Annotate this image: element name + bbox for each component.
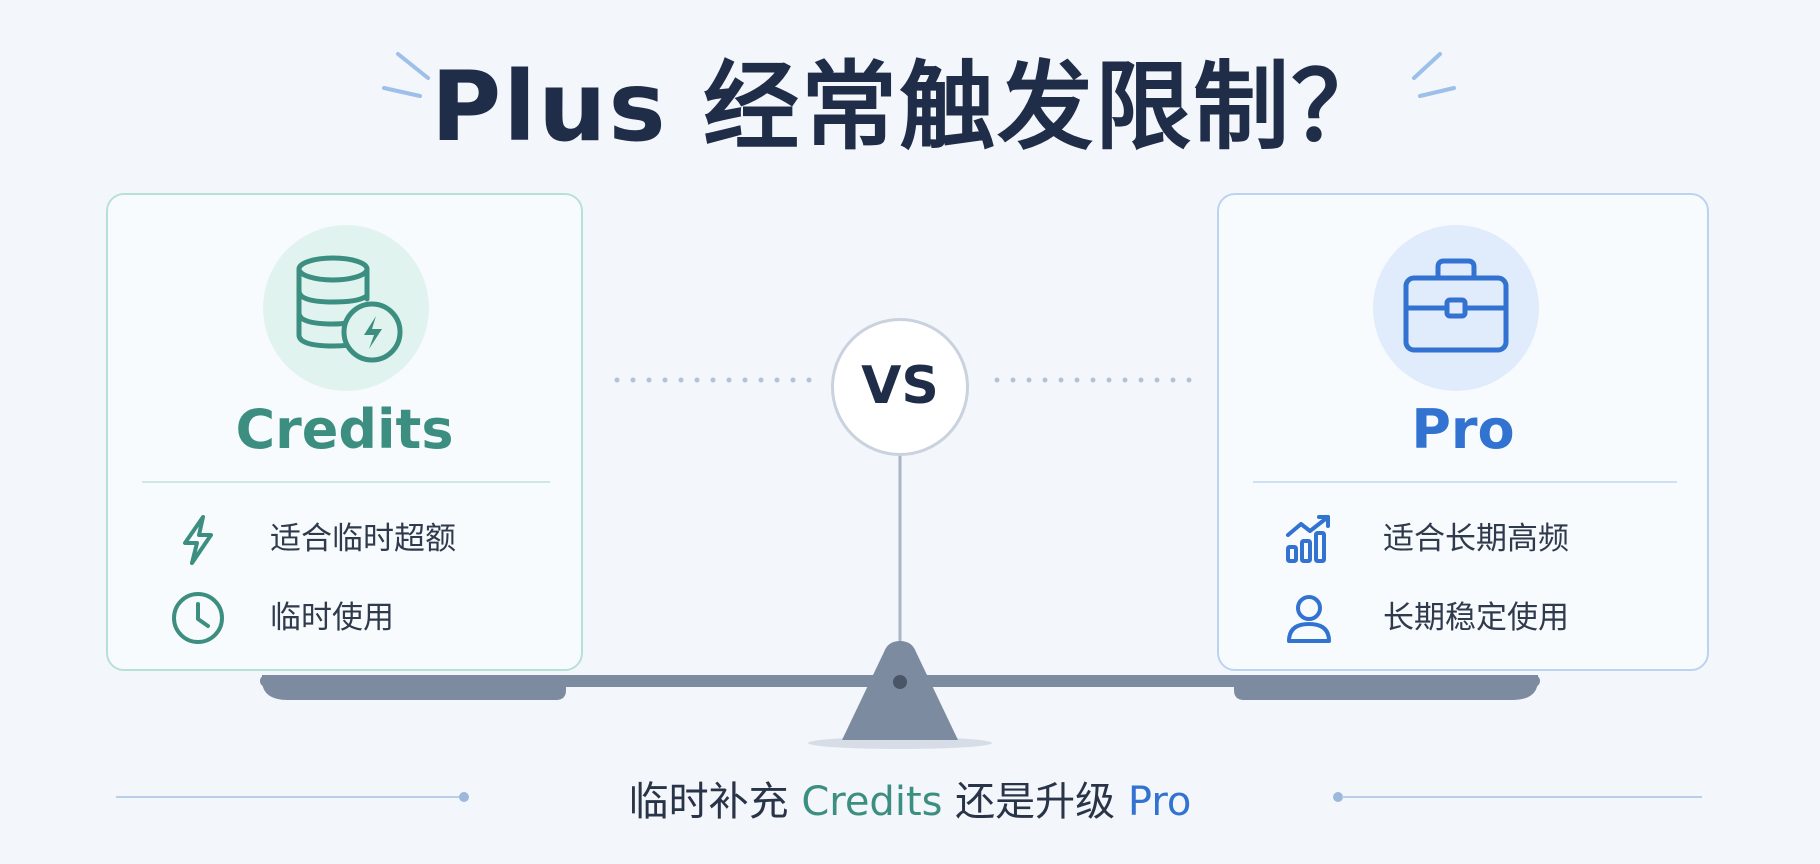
credits-icon-badge [263, 225, 429, 391]
feature-text: 适合长期高频 [1383, 521, 1569, 557]
briefcase-icon [1403, 258, 1509, 353]
pro-card: Pro 适合长期高频 长期稳定使用 [1217, 193, 1709, 671]
clock-icon [172, 592, 224, 644]
balance-scale [260, 456, 1540, 749]
scale-pivot [893, 675, 907, 689]
vs-badge: VS [831, 318, 969, 456]
feature-text: 长期稳定使用 [1383, 600, 1569, 636]
title-rays-left [382, 52, 430, 98]
user-icon [1287, 595, 1331, 643]
title-rays-right [1412, 52, 1456, 98]
bottom-rule-right [1333, 792, 1702, 802]
subtitle-part1: 临时补充 [628, 779, 802, 825]
credits-card: Credits 适合临时超额 临时使用 [106, 193, 583, 671]
subtitle-part2: 还是升级 [942, 779, 1128, 825]
database-lightning-icon [296, 255, 403, 363]
credits-feature-temporary-use: 临时使用 [108, 588, 581, 648]
credits-title: Credits [235, 398, 454, 461]
lightning-icon [183, 515, 213, 565]
subtitle-pro: Pro [1127, 779, 1192, 825]
page-title: Plus 经常触发限制？ [430, 51, 1390, 163]
dotted-connector-left [614, 377, 812, 383]
bar-chart-growth-icon [1286, 515, 1330, 563]
pro-feature-long-term-stable: 长期稳定使用 [1219, 588, 1707, 648]
bottom-question: 临时补充 Credits 还是升级 Pro [0, 770, 1820, 834]
subtitle-credits: Credits [801, 779, 943, 825]
scale-fulcrum [842, 641, 958, 740]
credits-feature-temporary-overage: 适合临时超额 [108, 509, 581, 569]
credits-divider [142, 481, 550, 483]
pro-feature-long-term-frequent: 适合长期高频 [1219, 509, 1707, 569]
pro-title: Pro [1411, 398, 1515, 461]
bottom-rule-left [116, 792, 469, 802]
pro-icon-badge [1373, 225, 1539, 391]
scale-pan-right [1234, 675, 1538, 700]
feature-text: 适合临时超额 [270, 521, 456, 557]
feature-text: 临时使用 [270, 600, 394, 636]
pro-divider [1253, 481, 1677, 483]
dotted-connector-right [994, 377, 1192, 383]
scale-pan-left [262, 675, 566, 700]
